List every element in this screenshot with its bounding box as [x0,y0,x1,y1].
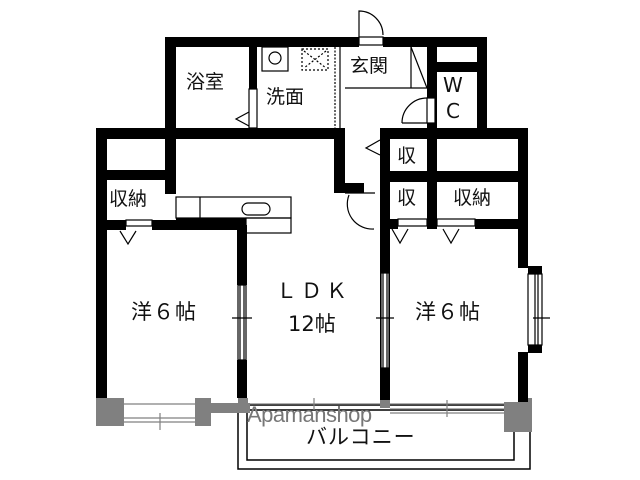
window-bottom-ldk [248,398,380,410]
room-label-bath: 浴室 [186,71,225,93]
room-label-storage-left: 収納 [109,188,148,210]
room-label-balcony: バルコニー [306,425,416,449]
room-label-ldk: ＬＤＫ [276,279,351,303]
room-label-wc-c: C [446,99,460,123]
room-label-western-left: 洋６帖 [131,300,197,324]
room-label-storage-small-upper: 収 [397,145,417,167]
openings [359,37,383,47]
window-bottom-right [390,400,504,417]
room-label-storage-right: 収納 [453,187,492,209]
fixtures [119,10,550,369]
exterior-wall-bottom [96,398,532,432]
room-label-storage-small-lower: 収 [397,187,417,209]
room-label-western-right: 洋６帖 [415,300,481,324]
watermark-apamanshop: Apamanshop [247,402,372,427]
window-bottom-left [124,403,195,430]
interior-walls [96,37,542,402]
room-label-entrance: 玄関 [350,55,389,77]
room-label-washroom: 洗面 [266,86,305,108]
room-label-wc-w: W [443,73,463,97]
room-label-ldk-size: 12帖 [288,312,336,336]
